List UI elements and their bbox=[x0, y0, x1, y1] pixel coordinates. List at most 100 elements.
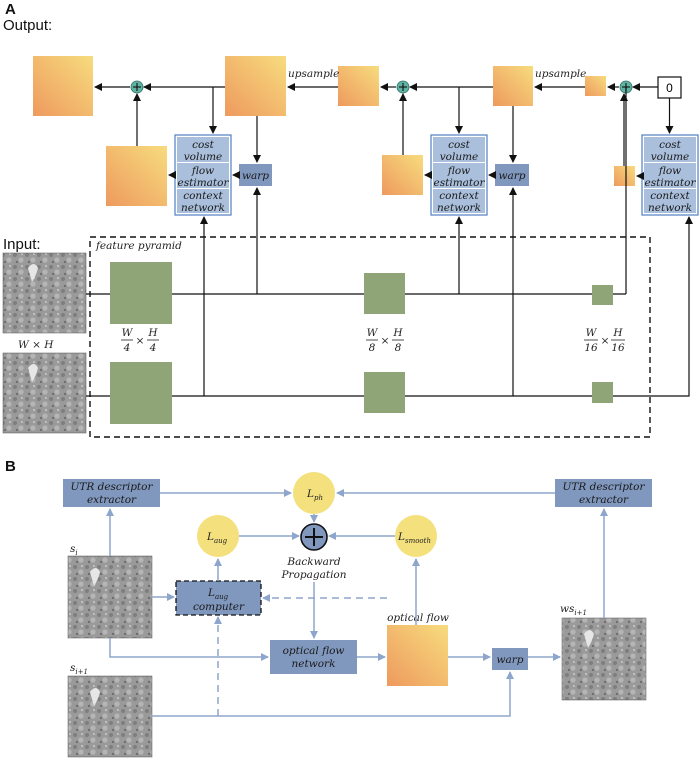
feature-box-l1-top bbox=[110, 262, 172, 324]
svg-text:W: W bbox=[367, 327, 379, 339]
feature-box-l1-bottom bbox=[110, 362, 172, 424]
svg-text:volume: volume bbox=[184, 151, 223, 163]
upsample-label-1: upsample bbox=[288, 68, 339, 80]
scale-label-2: W 8 × H 8 bbox=[366, 327, 404, 354]
image-ws-i1-feature bbox=[584, 630, 594, 648]
feature-box-l2-top bbox=[364, 273, 405, 314]
input-label: Input: bbox=[3, 236, 41, 253]
svg-text:H: H bbox=[392, 327, 403, 339]
s-i1-label: si+1 bbox=[70, 662, 88, 676]
loss-ph-label: Lph bbox=[306, 488, 323, 502]
flow-box-upsampled-3 bbox=[585, 76, 606, 96]
residual-box-level3 bbox=[614, 166, 635, 186]
warp-box-level2 bbox=[495, 164, 529, 186]
svg-text:16: 16 bbox=[611, 342, 625, 354]
loss-aug-label: Laug bbox=[206, 531, 228, 545]
feature-pyramid-box bbox=[89, 236, 651, 438]
input-image-2-feature bbox=[28, 364, 38, 382]
ws-label: wsi+1 bbox=[560, 603, 587, 617]
svg-text:network: network bbox=[181, 202, 225, 214]
upsample-label-2: upsample bbox=[535, 68, 586, 80]
svg-text:×: × bbox=[601, 335, 610, 347]
image-s-i bbox=[67, 555, 153, 639]
svg-text:flow: flow bbox=[447, 165, 470, 177]
flow-box-level1 bbox=[225, 56, 286, 116]
panel-b-connections bbox=[106, 489, 608, 717]
warp-box-level1 bbox=[239, 164, 272, 186]
ofn-line2: network bbox=[292, 658, 336, 670]
utr-left-line2: extractor bbox=[87, 494, 137, 506]
svg-text:context: context bbox=[183, 190, 223, 202]
feature-box-l2-bottom bbox=[364, 372, 405, 413]
s-i-label: si bbox=[70, 543, 78, 557]
scale-label-3: W 16 × H 16 bbox=[584, 327, 625, 354]
warp-label-level2: warp bbox=[499, 170, 526, 182]
feature-box-l3-bottom bbox=[592, 382, 613, 403]
image-s-i1 bbox=[67, 675, 153, 758]
svg-text:network: network bbox=[437, 202, 481, 214]
laug-computer-title: Laug bbox=[207, 587, 229, 601]
input-image-2 bbox=[2, 352, 87, 434]
svg-text:4: 4 bbox=[149, 342, 157, 354]
svg-text:4: 4 bbox=[123, 342, 131, 354]
utr-right-line2: extractor bbox=[579, 494, 629, 506]
panel-a-letter: A bbox=[5, 1, 16, 18]
svg-text:×: × bbox=[136, 335, 145, 347]
output-label: Output: bbox=[3, 17, 52, 34]
image-s-i-feature bbox=[90, 568, 100, 586]
loss-smooth-circle bbox=[395, 515, 437, 557]
svg-text:16: 16 bbox=[584, 342, 598, 354]
svg-text:×: × bbox=[381, 335, 390, 347]
svg-text:W: W bbox=[122, 327, 134, 339]
svg-text:W: W bbox=[586, 327, 598, 339]
panel-b-letter: B bbox=[5, 458, 16, 475]
svg-text:8: 8 bbox=[369, 342, 376, 354]
residual-box-level2 bbox=[382, 155, 423, 195]
utr-right-line1: UTR descriptor bbox=[563, 481, 646, 493]
utr-left-line1: UTR descriptor bbox=[71, 481, 154, 493]
warp-label-b: warp bbox=[497, 654, 524, 666]
ofn-line1: optical flow bbox=[283, 645, 345, 657]
svg-text:H: H bbox=[147, 327, 158, 339]
svg-text:volume: volume bbox=[440, 151, 479, 163]
laug-computer-word: computer bbox=[193, 601, 245, 613]
svg-text:network: network bbox=[648, 202, 692, 214]
svg-text:volume: volume bbox=[651, 151, 690, 163]
optical-flow-network-box bbox=[270, 640, 357, 674]
module-box-level2: cost volume flow estimator context netwo… bbox=[430, 134, 488, 216]
svg-text:cost: cost bbox=[448, 139, 471, 151]
input-image-1 bbox=[2, 252, 87, 334]
utr-extractor-left bbox=[63, 479, 160, 507]
feature-pyramid-label: feature pyramid bbox=[95, 240, 182, 252]
panel-b-dashed-connections bbox=[214, 594, 387, 716]
svg-text:context: context bbox=[650, 190, 690, 202]
residual-box-level1 bbox=[106, 146, 167, 206]
zero-init-label: 0 bbox=[666, 81, 673, 95]
plus-circle-2 bbox=[396, 80, 410, 94]
warp-label-level1: warp bbox=[242, 170, 269, 182]
loss-ph-circle bbox=[293, 472, 335, 514]
flow-box-upsampled-2 bbox=[338, 66, 379, 106]
input-image-1-feature bbox=[28, 264, 38, 282]
warp-box-b bbox=[492, 648, 528, 670]
flow-box-level2 bbox=[493, 66, 533, 106]
input-size-label: W × H bbox=[18, 339, 54, 351]
output-flow-box bbox=[33, 56, 93, 116]
svg-text:context: context bbox=[439, 190, 479, 202]
feature-box-l3-top bbox=[592, 285, 613, 305]
svg-text:cost: cost bbox=[659, 139, 682, 151]
module-box-level1: cost volume flow estimator context netwo… bbox=[174, 134, 232, 216]
scale-label-1: W 4 × H 4 bbox=[121, 327, 159, 354]
svg-text:flow: flow bbox=[191, 165, 214, 177]
svg-text:flow: flow bbox=[658, 165, 681, 177]
loss-smooth-label: Lsmooth bbox=[397, 531, 431, 545]
laug-computer-box bbox=[175, 580, 262, 616]
svg-text:estimator: estimator bbox=[178, 177, 230, 189]
panel-a-connections bbox=[94, 83, 693, 397]
loss-aug-circle bbox=[197, 515, 239, 557]
svg-text:cost: cost bbox=[192, 139, 215, 151]
backprop-line2: Propagation bbox=[280, 569, 346, 581]
backprop-plus-circle bbox=[300, 523, 328, 551]
